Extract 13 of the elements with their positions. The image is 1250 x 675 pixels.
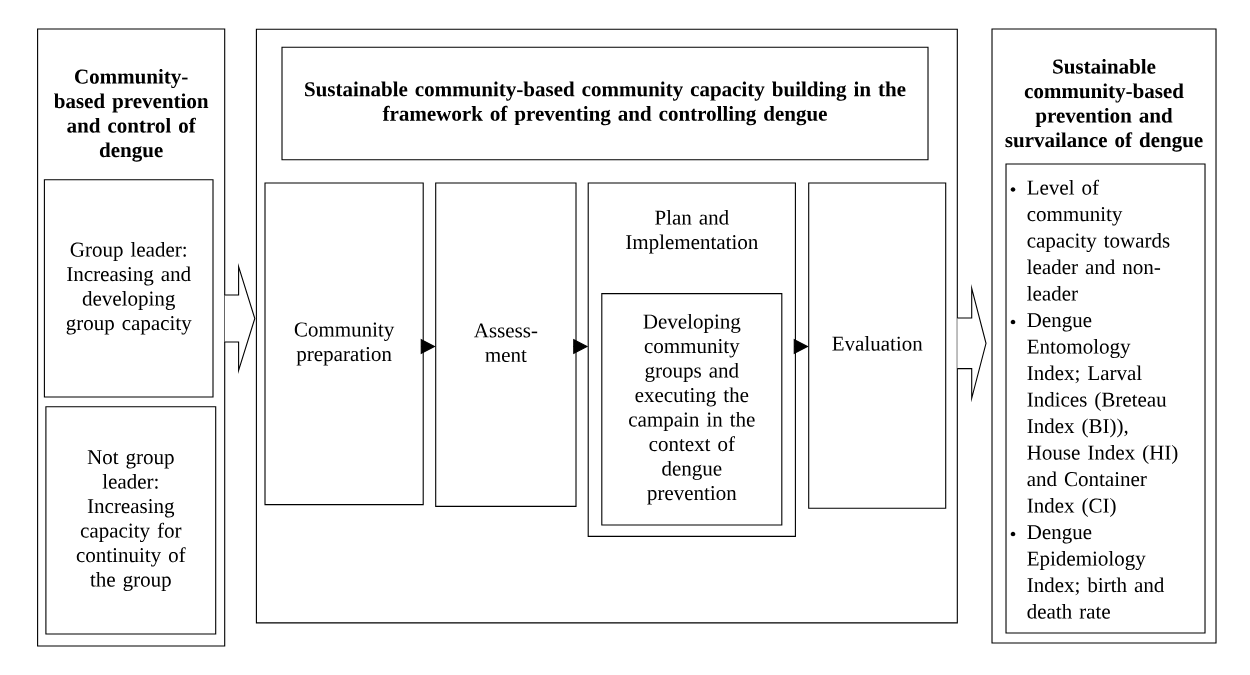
block-arrow xyxy=(224,262,256,375)
list-item: Dengue Entomology Index; Larval Indices (Breteau Index (BI)), House Index (HI) and Container Index (CI) xyxy=(1027,313,1178,517)
text-box: Group leader: Increasing and developing group capacity xyxy=(43,179,214,398)
step-box: Evaluation xyxy=(808,182,947,509)
text-box: Developing community groups and executing the campain in the context of dengue prevention xyxy=(601,293,783,526)
text-box: Not group leader: Increasing capacity for continuity of the group xyxy=(45,406,217,635)
step-box: Assess-ment xyxy=(435,182,577,507)
list-item: Level of community capacity towards leader and non-leader xyxy=(1027,179,1170,301)
list-item: Dengue Epidemiology Index; birth and death rate xyxy=(1027,525,1165,619)
panel xyxy=(255,28,958,624)
block-arrow xyxy=(956,284,987,403)
step-box: Community preparation xyxy=(264,182,424,506)
title-box: Sustainable community-based community capacity building in the framework of preventing and controlling dengue xyxy=(281,46,929,161)
